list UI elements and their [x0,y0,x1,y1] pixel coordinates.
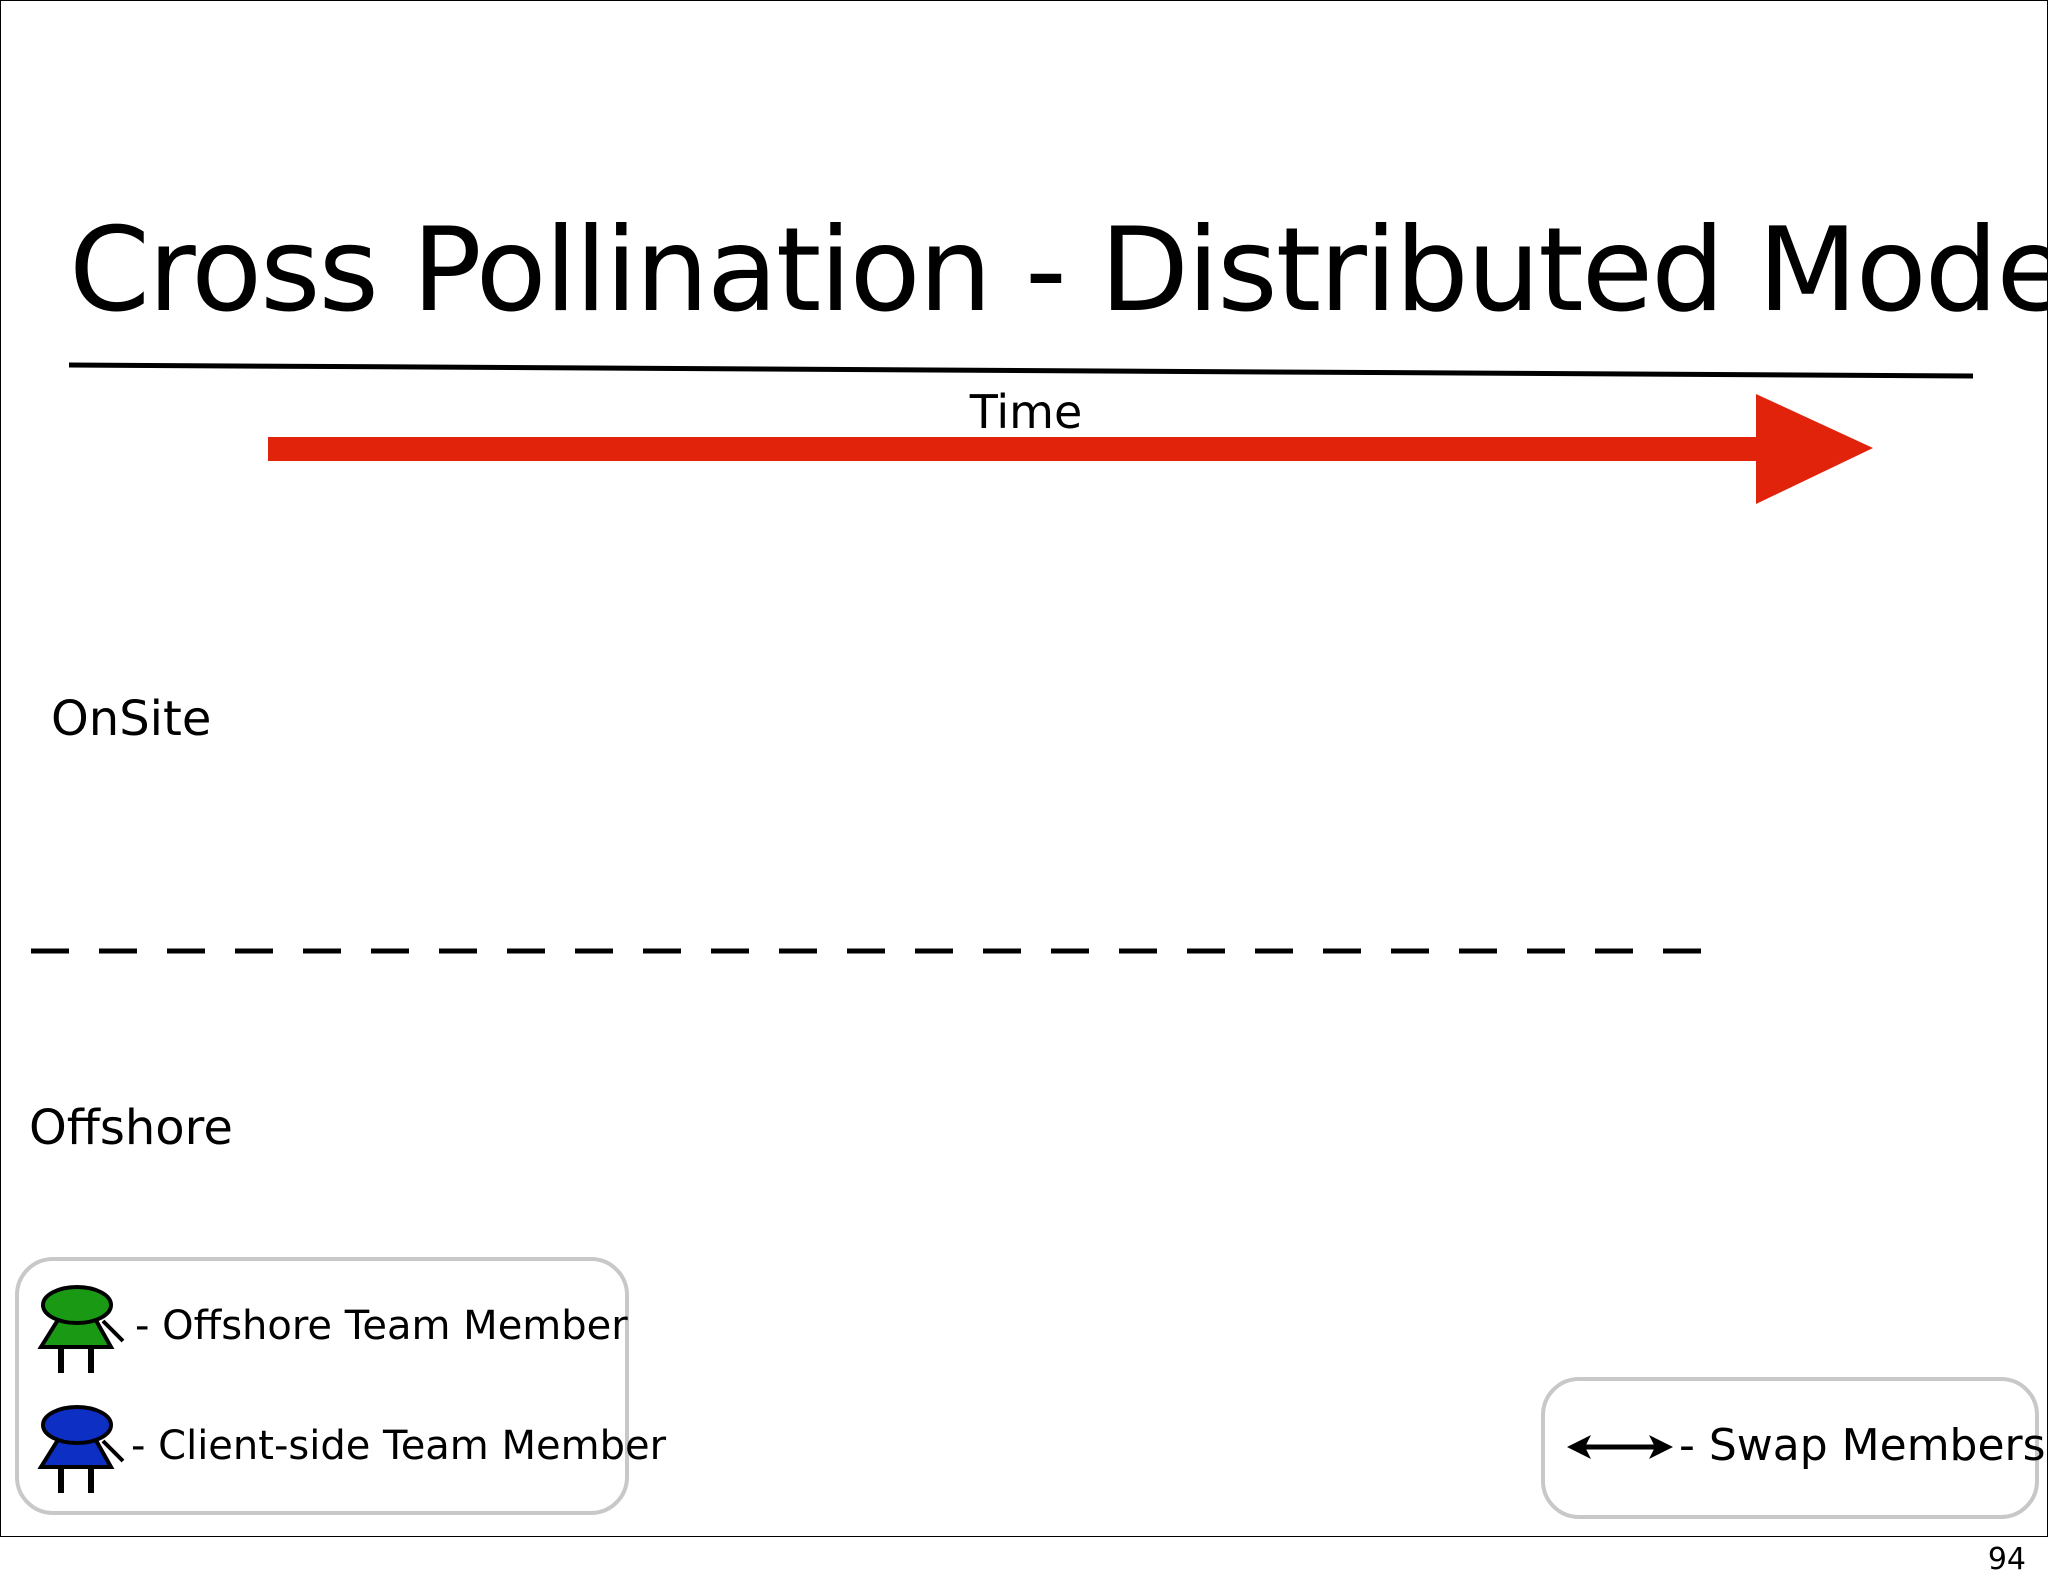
legend-swap-label: - Swap Members [1679,1420,2046,1471]
offshore-person-icon [37,1285,125,1373]
team-member-legend: - Offshore Team Member - Client-side Tea… [15,1257,666,1515]
onsite-label: OnSite [51,691,212,747]
time-label: Time [969,385,1083,439]
swap-legend: - Swap Members [1541,1377,2046,1519]
client-person-icon [37,1405,125,1493]
offshore-label: Offshore [29,1100,233,1156]
legend-client-label: - Client-side Team Member [131,1423,667,1469]
double-arrow-icon [1567,1435,1673,1459]
page-number: 94 [1987,1542,2026,1577]
title-underline [68,362,1974,379]
time-arrow [268,394,1873,504]
legend-offshore-label: - Offshore Team Member [135,1303,628,1349]
slide-title: Cross Pollination - Distributed Model [69,203,2048,338]
slide: Cross Pollination - Distributed Model Ti… [0,0,2048,1537]
diagram-canvas [31,362,1974,954]
